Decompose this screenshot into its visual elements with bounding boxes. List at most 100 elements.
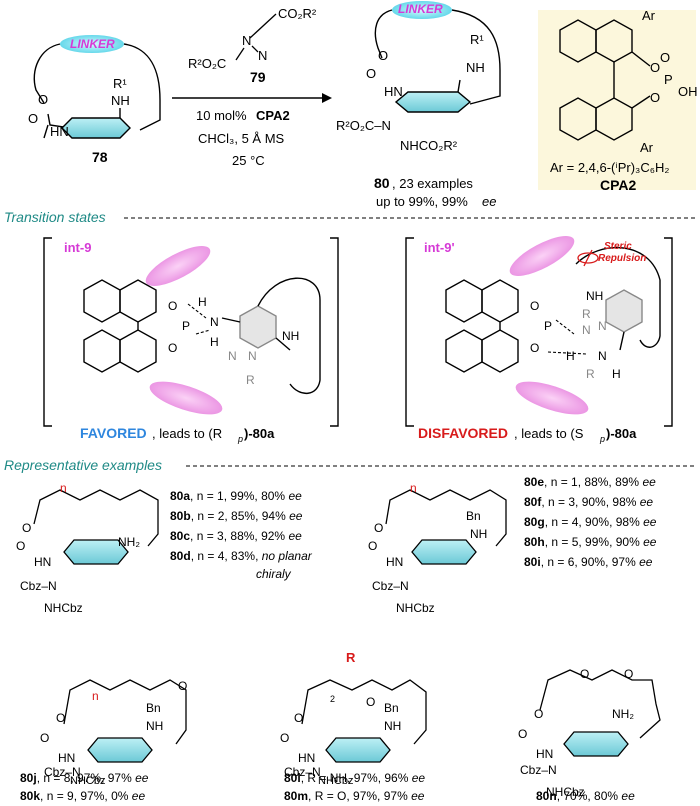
o-label: O [28, 111, 38, 126]
svg-text:P: P [664, 72, 673, 87]
p-label: P [182, 319, 190, 333]
list-item: 80a, n = 1, 99%, 80% ee [170, 489, 302, 503]
starting-material-78 [33, 35, 161, 139]
hn-label: HN [50, 124, 69, 139]
list-item: 80c, n = 3, 88%, 92% ee [170, 529, 302, 543]
svg-text:Ar = 2,4,6-(ⁱPr)₃C₆H₂: Ar = 2,4,6-(ⁱPr)₃C₆H₂ [550, 160, 669, 175]
svg-text:NHCbz: NHCbz [546, 785, 585, 799]
svg-text:Bn: Bn [466, 509, 481, 523]
svg-text:80k, n = 9, 97%, 0% ee: 80k, n = 9, 97%, 0% ee [20, 789, 145, 803]
list-item: 80d, n = 4, 83%, no planar [170, 549, 313, 563]
svg-text:HN: HN [536, 747, 553, 761]
compound-78-label: 78 [92, 149, 108, 165]
svg-text:NHCO₂R²: NHCO₂R² [400, 138, 458, 153]
svg-text:CHCl₃, 5 Å MS: CHCl₃, 5 Å MS [198, 131, 285, 146]
svg-text:NH: NH [586, 289, 603, 303]
svg-text:O: O [22, 521, 31, 535]
group1-list: 80a, n = 1, 99%, 80% ee 80b, n = 2, 85%,… [170, 489, 313, 581]
svg-text:Ar: Ar [642, 8, 656, 23]
macrocycle-80j-k [63, 679, 187, 763]
macrocycle-80n [539, 669, 661, 757]
svg-text:, leads to (S: , leads to (S [514, 426, 584, 441]
group3-list: 80j, n = 8, 97%, 97% ee 80k, n = 9, 97%,… [20, 771, 149, 803]
compound-80-label: 80 [374, 175, 390, 191]
svg-text:O: O [366, 695, 375, 709]
svg-text:O: O [56, 711, 65, 725]
svg-text:Ar: Ar [640, 140, 654, 155]
svg-text:NHCbz: NHCbz [70, 775, 105, 787]
disfavored-label: DISFAVORED [418, 425, 508, 441]
group4-list: 80l, R = NH, 97%, 96% ee 80m, R = O, 97%… [284, 771, 425, 803]
svg-text:O: O [168, 341, 177, 355]
svg-text:CPA2: CPA2 [600, 177, 637, 193]
svg-text:H: H [210, 335, 219, 349]
svg-text:80m, R = O, 97%, 97% ee: 80m, R = O, 97%, 97% ee [284, 789, 425, 803]
svg-text:O: O [534, 707, 543, 721]
svg-text:NH: NH [466, 60, 485, 75]
arene-ring [61, 117, 131, 139]
svg-text:chiraly: chiraly [256, 567, 292, 581]
svg-text:O: O [294, 711, 303, 725]
svg-text:NH₂: NH₂ [118, 535, 140, 549]
o-label: O [38, 92, 48, 107]
svg-text:)-80a: )-80a [244, 426, 275, 441]
svg-text:R²O₂C–N: R²O₂C–N [336, 118, 391, 133]
bracket-right [664, 237, 673, 427]
steric-label: Steric [604, 241, 632, 252]
reaction-conditions: 10 mol% CPA2 CHCl₃, 5 Å MS 25 °C [196, 108, 290, 168]
svg-text:CPA2: CPA2 [256, 108, 290, 123]
bracket-left [43, 237, 52, 427]
svg-text:80g, n = 4, 90%, 98% ee: 80g, n = 4, 90%, 98% ee [524, 515, 657, 529]
svg-text:O: O [280, 731, 289, 745]
svg-text:NHCbz: NHCbz [396, 601, 435, 615]
svg-text:R: R [346, 650, 356, 665]
svg-text:Bn: Bn [384, 701, 399, 715]
svg-text:O: O [530, 341, 539, 355]
svg-text:O: O [518, 727, 527, 741]
svg-text:O: O [624, 667, 633, 681]
linker-ellipse [60, 35, 124, 53]
svg-text:80j, n = 8, 97%, 97% ee: 80j, n = 8, 97%, 97% ee [20, 771, 149, 785]
svg-text:O: O [366, 66, 376, 81]
svg-text:n: n [60, 481, 67, 495]
svg-text:, leads to (R: , leads to (R [152, 426, 222, 441]
svg-text:H: H [198, 295, 207, 309]
svg-text:80l, R = NH, 97%, 96% ee: 80l, R = NH, 97%, 96% ee [284, 771, 425, 785]
svg-text:R: R [586, 367, 595, 381]
svg-text:Cbz–N: Cbz–N [44, 765, 81, 779]
svg-text:O: O [378, 48, 388, 63]
ts-favored [83, 246, 321, 415]
group5-list: 80n, 70%, 80% ee [536, 789, 635, 803]
svg-text:80c, n = 3, 88%, 92% ee: 80c, n = 3, 88%, 92% ee [170, 529, 302, 543]
ts-header: Transition states [4, 209, 106, 225]
svg-text:80e, n = 1, 88%, 89% ee: 80e, n = 1, 88%, 89% ee [524, 475, 656, 489]
n-label: N [242, 33, 251, 48]
svg-text:O: O [168, 299, 177, 313]
svg-text:NH: NH [146, 719, 163, 733]
svg-text:, 23 examples: , 23 examples [392, 176, 473, 191]
svg-text:NH: NH [384, 719, 401, 733]
svg-text:OH: OH [678, 84, 698, 99]
bracket-left [405, 237, 414, 427]
svg-text:Bn: Bn [146, 701, 161, 715]
svg-text:N: N [228, 349, 237, 363]
svg-text:80a, n = 1, 99%, 80% ee: 80a, n = 1, 99%, 80% ee [170, 489, 302, 503]
svg-text:N: N [248, 349, 257, 363]
macrocycle-80a-d [33, 489, 159, 565]
svg-text:NH₂: NH₂ [612, 707, 634, 721]
svg-text:H: H [566, 349, 575, 363]
svg-text:Cbz–N: Cbz–N [20, 579, 57, 593]
svg-text:Repulsion: Repulsion [598, 253, 646, 264]
svg-text:N: N [210, 315, 219, 329]
svg-text:HN: HN [298, 751, 315, 765]
svg-text:LINKER: LINKER [398, 2, 443, 16]
svg-text:)-80a: )-80a [606, 426, 637, 441]
reagent-79: CO₂R² R²O₂C N N 79 [188, 6, 317, 85]
svg-text:80h, n = 5, 99%, 90% ee: 80h, n = 5, 99%, 90% ee [524, 535, 657, 549]
ts-left-label: int-9 [64, 240, 91, 255]
svg-text:10 mol%: 10 mol% [196, 108, 247, 123]
svg-text:80d, n = 4, 83%, no planar: 80d, n = 4, 83%, no planar [170, 549, 313, 563]
svg-text:O: O [660, 50, 670, 65]
svg-text:HN: HN [34, 555, 51, 569]
reaction-arrow [172, 93, 332, 103]
